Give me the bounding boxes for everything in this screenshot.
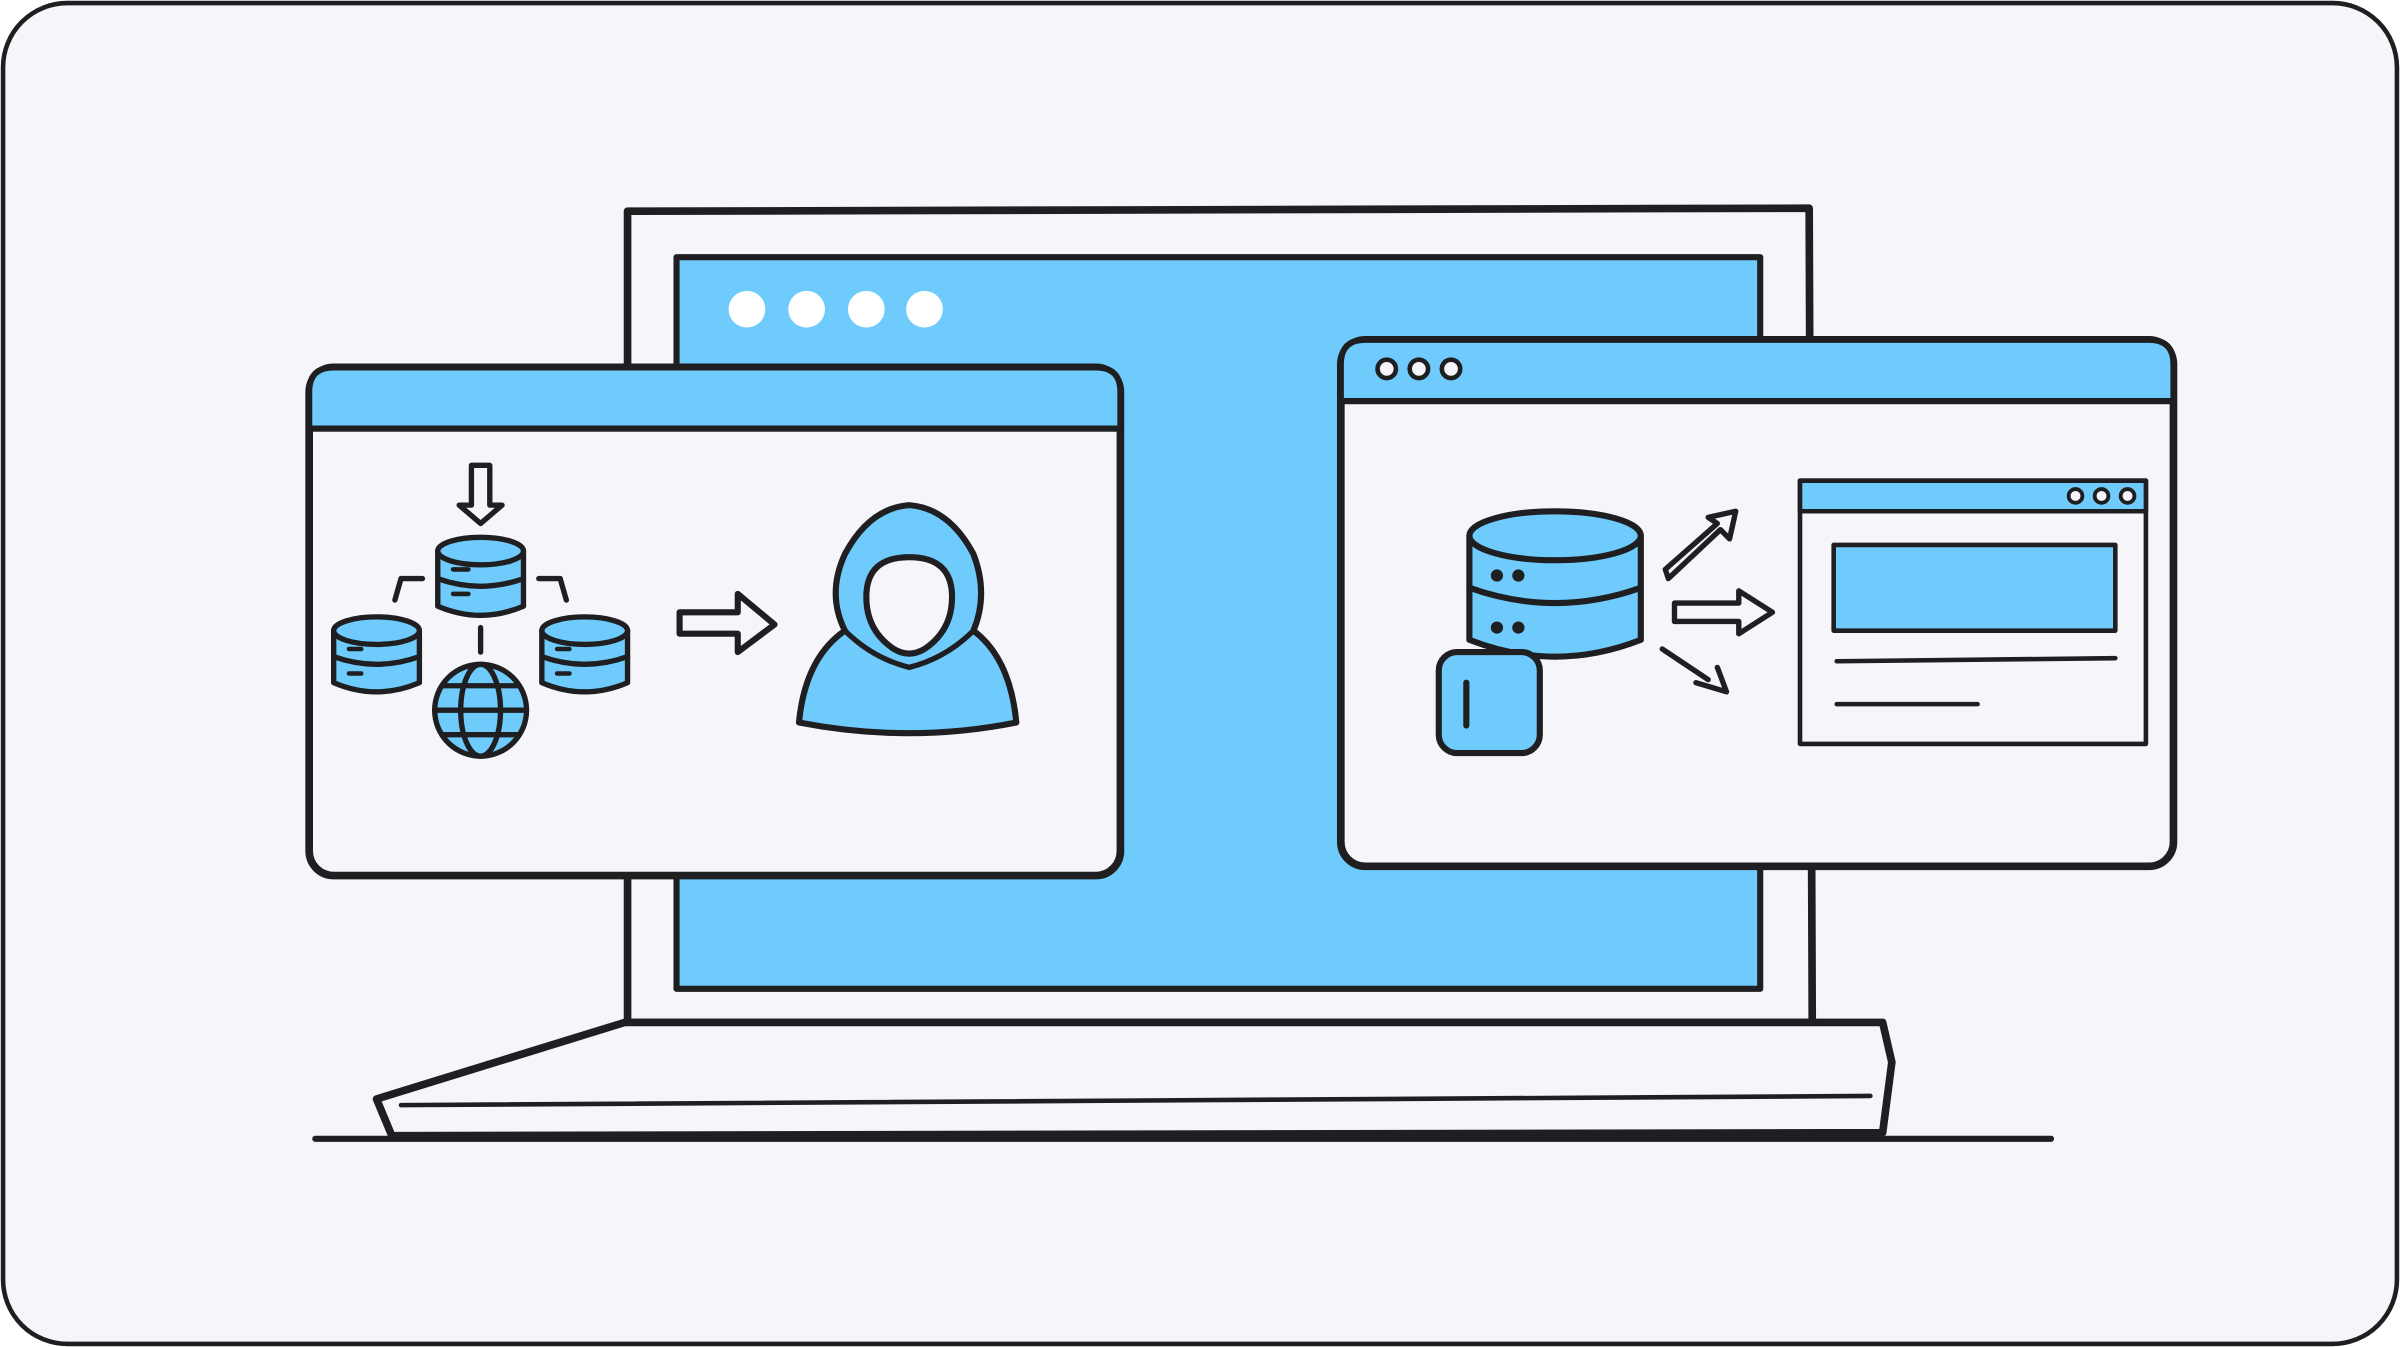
- database-network-icon: [330, 462, 631, 759]
- mini-browser-title-bar: [1797, 478, 2149, 514]
- hacker-face: [863, 554, 956, 657]
- left-window: [305, 363, 1125, 880]
- cube-block: [1435, 649, 1543, 757]
- right-window-title-bar: [1337, 336, 2177, 405]
- down-arrow: [456, 462, 505, 527]
- right-dot-3: [1439, 357, 1463, 381]
- database-center: [435, 534, 527, 619]
- mini-browser-window-icon: [1797, 478, 2149, 747]
- data-flow-arrows-icon: [1659, 508, 1776, 695]
- hooded-hacker-icon: [795, 502, 1020, 737]
- laptop-title-bar-dots: [728, 290, 943, 328]
- laptop-dot-4: [906, 290, 943, 328]
- right-dot-1: [1375, 357, 1399, 381]
- database-right: [539, 614, 631, 695]
- laptop-dot-1: [728, 290, 766, 328]
- database-left: [330, 614, 423, 695]
- arrow-right-icon: [676, 590, 778, 656]
- laptop-dot-3: [847, 290, 885, 328]
- laptop-base: [372, 1018, 1896, 1140]
- mini-browser-content-block: [1831, 542, 2118, 633]
- left-window-title-bar: [306, 364, 1124, 432]
- laptop-dot-2: [788, 290, 825, 328]
- laptop-base-inner: [398, 1093, 1873, 1108]
- database-stack-icon: [1435, 508, 1644, 757]
- globe-icon: [432, 661, 530, 759]
- right-window-title-bar-dots: [1375, 357, 1463, 381]
- right-dot-2: [1407, 357, 1431, 381]
- right-window: [1336, 336, 2178, 871]
